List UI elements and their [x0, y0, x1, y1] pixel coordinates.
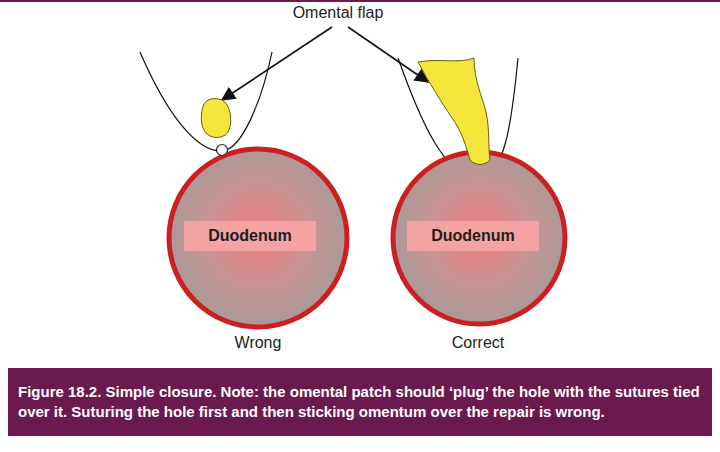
omental-blob	[201, 99, 230, 138]
organ-label: Duodenum	[184, 221, 316, 251]
organ-label: Duodenum	[407, 221, 539, 251]
duodenum-wall	[393, 152, 565, 324]
leader-arrow	[222, 27, 332, 100]
top-border	[0, 0, 720, 2]
duodenum-circle: Duodenum	[165, 145, 351, 331]
verdict-label: Wrong	[235, 333, 282, 353]
omental-flap	[418, 58, 490, 165]
duodenum-circle: Duodenum	[389, 148, 569, 328]
callout-label: Omental flap	[293, 3, 384, 23]
verdict-label: Correct	[452, 333, 504, 353]
caption-bar	[8, 368, 712, 436]
duodenum-wall	[169, 149, 347, 327]
suture	[140, 52, 272, 151]
figure-caption: Figure 18.2. Simple closure. Note: the o…	[18, 382, 704, 422]
leader-arrow	[348, 27, 428, 82]
